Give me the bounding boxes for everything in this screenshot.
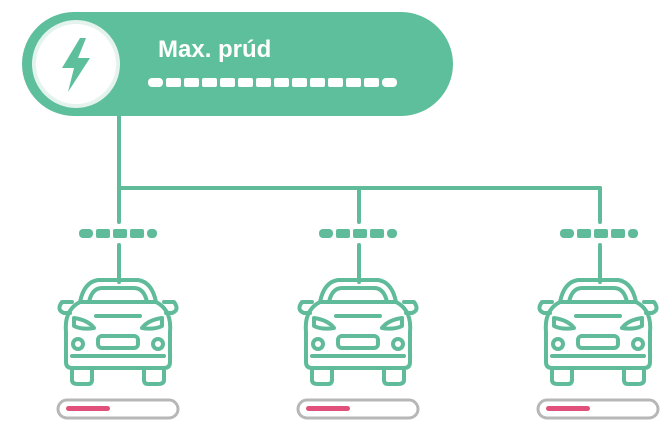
card-title: Max. prúd xyxy=(158,36,271,63)
value-placeholder xyxy=(148,78,397,87)
connector-marker-3 xyxy=(560,229,638,238)
card-background xyxy=(22,12,453,116)
max-current-card: Max. prúd xyxy=(22,12,453,116)
car-icon xyxy=(537,278,659,386)
car-2 xyxy=(297,278,419,386)
charge-bar-fill xyxy=(306,406,350,411)
car-3 xyxy=(537,278,659,386)
connector-markers xyxy=(79,229,638,238)
car-icon xyxy=(297,278,419,386)
charge-bar-track xyxy=(536,398,660,420)
connector-marker-2 xyxy=(319,229,397,238)
charge-bar-2 xyxy=(296,398,420,420)
car-icon xyxy=(57,278,179,386)
connector-lines xyxy=(117,90,602,284)
car-1 xyxy=(57,278,179,386)
lightning-bolt-icon xyxy=(62,38,90,92)
charge-bars xyxy=(56,398,660,420)
charge-bar-track xyxy=(296,398,420,420)
charge-bar-3 xyxy=(536,398,660,420)
charge-bar-fill xyxy=(66,406,110,411)
charge-bar-1 xyxy=(56,398,180,420)
charge-bar-track xyxy=(56,398,180,420)
connector-marker-1 xyxy=(79,229,157,238)
charge-bar-fill xyxy=(546,406,590,411)
